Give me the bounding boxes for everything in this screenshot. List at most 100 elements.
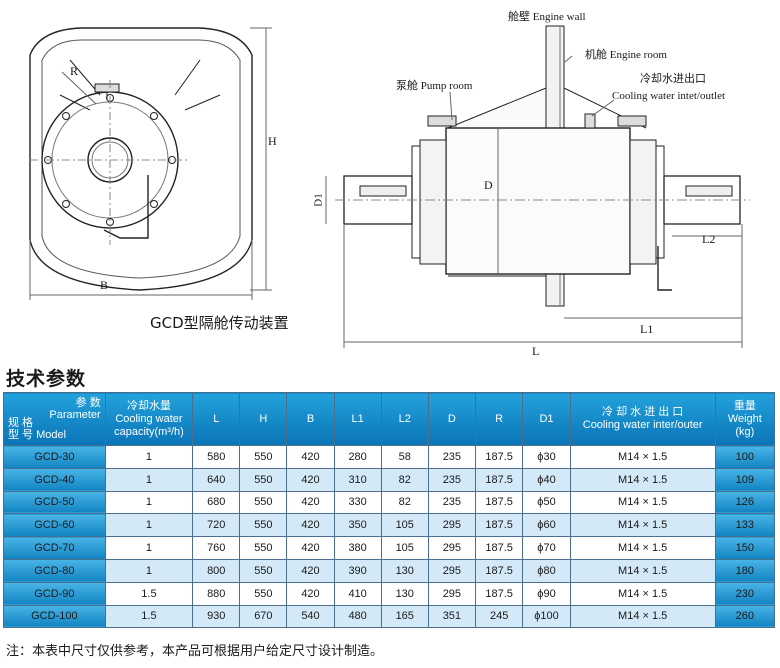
cell-model: GCD-50 bbox=[3, 490, 106, 515]
label-cooling-en: Cooling water intet/outlet bbox=[612, 90, 726, 102]
header-D1: D1 bbox=[522, 392, 571, 446]
cell-weight: 126 bbox=[714, 490, 776, 515]
header-R: R bbox=[474, 392, 524, 446]
cell-weight: 180 bbox=[714, 558, 776, 583]
cell-d: 295 bbox=[427, 513, 476, 538]
cell-r: 187.5 bbox=[474, 445, 524, 469]
cell-weight: 109 bbox=[714, 467, 776, 492]
cell-cooling: 1.5 bbox=[104, 604, 194, 629]
cell-d: 295 bbox=[427, 558, 476, 583]
cell-l1: 410 bbox=[333, 581, 382, 606]
cell-cooling: 1.5 bbox=[104, 581, 194, 606]
cell-b: 420 bbox=[286, 467, 335, 492]
cell-h: 550 bbox=[239, 513, 288, 538]
cell-l1: 380 bbox=[333, 536, 382, 560]
cell-r: 187.5 bbox=[474, 467, 524, 492]
technical-drawing bbox=[29, 25, 750, 348]
cell-l: 930 bbox=[192, 604, 241, 629]
dim-L2: L2 bbox=[702, 232, 716, 246]
cell-cooling: 1 bbox=[104, 513, 194, 538]
header-H: H bbox=[239, 392, 288, 446]
cell-b: 420 bbox=[286, 536, 335, 560]
cell-model: GCD-40 bbox=[3, 467, 106, 492]
header-L1: L1 bbox=[333, 392, 382, 446]
cell-d: 295 bbox=[427, 536, 476, 560]
header-D: D bbox=[427, 392, 476, 446]
cell-h: 550 bbox=[239, 490, 288, 515]
cell-h: 550 bbox=[239, 445, 288, 469]
dim-D1: D1 bbox=[312, 193, 325, 207]
cell-b: 420 bbox=[286, 581, 335, 606]
cell-r: 187.5 bbox=[474, 558, 524, 583]
cell-inlet: M14 × 1.5 bbox=[569, 490, 716, 515]
label-cooling-cn: 冷却水进出口 bbox=[640, 73, 706, 85]
cell-r: 187.5 bbox=[474, 581, 524, 606]
cell-l: 800 bbox=[192, 558, 241, 583]
cell-model: GCD-100 bbox=[3, 604, 106, 629]
cell-b: 420 bbox=[286, 445, 335, 469]
cell-d: 235 bbox=[427, 445, 476, 469]
dim-B: B bbox=[100, 278, 109, 292]
cell-weight: 133 bbox=[714, 513, 776, 538]
cell-cooling: 1 bbox=[104, 558, 194, 583]
label-engine-wall: 舱壁 Engine wall bbox=[508, 11, 586, 23]
cell-h: 550 bbox=[239, 467, 288, 492]
cell-d: 235 bbox=[427, 490, 476, 515]
header-L2: L2 bbox=[380, 392, 429, 446]
drawing-caption: GCD型隔舱传动装置 bbox=[150, 314, 289, 332]
cell-l2: 130 bbox=[380, 581, 429, 606]
cell-model: GCD-30 bbox=[3, 445, 106, 469]
header-B: B bbox=[286, 392, 335, 446]
cell-r: 245 bbox=[474, 604, 524, 629]
cell-inlet: M14 × 1.5 bbox=[569, 513, 716, 538]
cell-model: GCD-80 bbox=[3, 558, 106, 583]
cell-model: GCD-90 bbox=[3, 581, 106, 606]
cell-b: 420 bbox=[286, 558, 335, 583]
cell-l1: 390 bbox=[333, 558, 382, 583]
cell-cooling: 1 bbox=[104, 445, 194, 469]
cell-weight: 230 bbox=[714, 581, 776, 606]
cell-l2: 105 bbox=[380, 536, 429, 560]
cell-model: GCD-70 bbox=[3, 536, 106, 560]
cell-l: 880 bbox=[192, 581, 241, 606]
cell-l2: 165 bbox=[380, 604, 429, 629]
cell-l2: 82 bbox=[380, 467, 429, 492]
cell-l: 680 bbox=[192, 490, 241, 515]
label-engine-room: 机舱 Engine room bbox=[585, 49, 667, 61]
label-pump-room: 泵舱 Pump room bbox=[396, 80, 473, 92]
cell-r: 187.5 bbox=[474, 536, 524, 560]
cell-l: 720 bbox=[192, 513, 241, 538]
cell-d: 351 bbox=[427, 604, 476, 629]
cell-model: GCD-60 bbox=[3, 513, 106, 538]
cell-r: 187.5 bbox=[474, 513, 524, 538]
cell-d1: ϕ60 bbox=[522, 513, 571, 538]
cell-l: 760 bbox=[192, 536, 241, 560]
dim-R: R bbox=[70, 64, 79, 78]
cell-inlet: M14 × 1.5 bbox=[569, 581, 716, 606]
dim-L: L bbox=[532, 344, 540, 358]
cell-l2: 82 bbox=[380, 490, 429, 515]
cell-b: 420 bbox=[286, 490, 335, 515]
cell-l1: 330 bbox=[333, 490, 382, 515]
cell-l1: 310 bbox=[333, 467, 382, 492]
cell-l1: 280 bbox=[333, 445, 382, 469]
cell-inlet: M14 × 1.5 bbox=[569, 445, 716, 469]
cell-d1: ϕ90 bbox=[522, 581, 571, 606]
cell-h: 550 bbox=[239, 581, 288, 606]
dim-D: D bbox=[484, 178, 493, 192]
dim-H: H bbox=[268, 134, 277, 148]
front-view-outline bbox=[29, 27, 253, 291]
cell-l2: 58 bbox=[380, 445, 429, 469]
cell-inlet: M14 × 1.5 bbox=[569, 604, 716, 629]
cell-inlet: M14 × 1.5 bbox=[569, 467, 716, 492]
cell-d1: ϕ50 bbox=[522, 490, 571, 515]
cell-r: 187.5 bbox=[474, 490, 524, 515]
cell-l2: 130 bbox=[380, 558, 429, 583]
